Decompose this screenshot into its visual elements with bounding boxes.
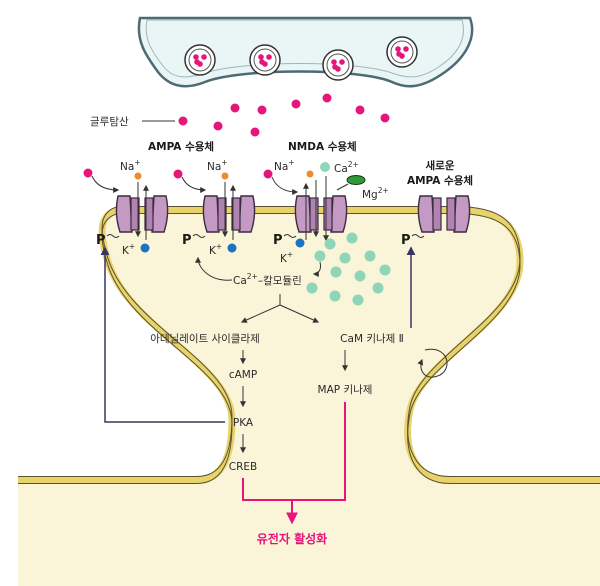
- glutamate-molecule: [291, 99, 301, 109]
- sodium-ion: [134, 172, 142, 180]
- svg-text:P: P: [96, 233, 106, 248]
- camp-label: cAMP: [229, 369, 257, 381]
- glutamate-molecule: [83, 168, 93, 178]
- vesicle-glutamate: [194, 59, 200, 65]
- ions: Na+ K+ Na+ K+ Na+ Ca2+ K+: [120, 158, 359, 265]
- phosphate-marker: P: [401, 233, 425, 248]
- ampa-receptor-1: [115, 195, 169, 233]
- vesicle-glutamate: [258, 54, 264, 60]
- vesicle-glutamate: [332, 64, 338, 70]
- cytoplasm: [18, 210, 600, 586]
- synaptic-vesicle: [184, 44, 216, 76]
- sodium-ion: [221, 172, 229, 180]
- camk-autophosphorylation-arrow: [417, 348, 448, 378]
- gene-activation-label: 유전자 활성화: [257, 531, 327, 546]
- vesicle-glutamate: [201, 54, 207, 60]
- potassium-ion: [140, 243, 150, 253]
- vesicle-glutamate: [266, 54, 272, 60]
- calcium-ion: [320, 162, 330, 172]
- mg-label: Mg2+: [362, 186, 389, 201]
- pka-to-ampa-phosphorylation-arrow: [100, 246, 225, 423]
- svg-text:P: P: [273, 233, 283, 248]
- glutamate-legend-dot: [178, 116, 188, 126]
- k-label-1: K+: [122, 242, 135, 257]
- ca-to-calmodulin-arrow: [312, 261, 321, 277]
- calcium-ion: [330, 266, 342, 278]
- glutamate-molecule: [257, 105, 267, 115]
- calcium-ion: [324, 238, 336, 250]
- svg-text:P: P: [401, 233, 411, 248]
- gene-activation-path: [242, 402, 346, 525]
- synaptic-vesicle: [386, 36, 418, 68]
- pka-label: PKA: [233, 417, 254, 429]
- nmda-receptor: [294, 195, 348, 233]
- calcium-ion: [364, 250, 376, 262]
- new-ampa-title-line2: AMPA 수용체: [407, 174, 473, 187]
- calcium-ion: [354, 270, 366, 282]
- sodium-ion: [306, 170, 314, 178]
- calcium-ion: [346, 232, 358, 244]
- calcium-ion: [372, 282, 384, 294]
- mg-block-line: [336, 183, 349, 191]
- glutamate-molecule: [322, 93, 332, 103]
- glutamate-molecule: [250, 127, 260, 137]
- binding-arrow: [91, 175, 120, 193]
- na-label-2: Na+: [207, 158, 228, 173]
- calcium-ion: [314, 250, 326, 262]
- glutamate-molecule: [230, 103, 240, 113]
- calmodulin-to-ampa-arrow: [195, 256, 233, 281]
- phosphate-marker: P: [273, 233, 297, 248]
- vesicle-glutamate: [259, 59, 265, 65]
- new-ampa-title-line1: 새로운: [426, 159, 455, 172]
- k-label-2: K+: [209, 242, 222, 257]
- synaptic-vesicles: [184, 36, 418, 81]
- na-label-nmda: Na+: [274, 158, 295, 173]
- potassium-ion: [227, 243, 237, 253]
- glutamate-molecules: [83, 93, 390, 195]
- ca-label-nmda: Ca2+: [334, 160, 359, 175]
- potassium-ion: [295, 238, 305, 248]
- glutamate-molecule: [263, 169, 273, 179]
- adenylate-cyclase-label: 아데닐레이트 사이클라제: [150, 333, 260, 345]
- k-label-nmda: K+: [280, 250, 293, 265]
- new-ampa-receptor: [417, 195, 471, 233]
- magnesium-ion: [346, 175, 366, 185]
- calmodulin-branch: [240, 294, 320, 323]
- binding-arrow: [181, 176, 207, 193]
- svg-text:P: P: [182, 233, 192, 248]
- synaptic-vesicle: [322, 49, 354, 81]
- glutamate-molecule: [173, 169, 183, 179]
- glutamate-molecule: [213, 121, 223, 131]
- phosphate-marker: P: [96, 233, 120, 248]
- camk2-label: CaM 키나제 Ⅱ: [340, 333, 404, 345]
- calcium-ion: [352, 294, 364, 306]
- calcium-ions-cloud: [306, 232, 391, 306]
- vesicle-glutamate: [396, 51, 402, 57]
- vesicle-glutamate: [403, 46, 409, 52]
- calcium-ion: [379, 264, 391, 276]
- vesicle-glutamate: [339, 59, 345, 65]
- creb-label: CREB: [229, 461, 257, 473]
- binding-arrow: [271, 176, 299, 195]
- mapk-label: MAP 키나제: [318, 384, 373, 396]
- calcium-ion: [329, 290, 341, 302]
- vesicle-glutamate: [395, 46, 401, 52]
- phosphate-marker: P: [182, 233, 206, 248]
- glutamate-molecule: [380, 113, 390, 123]
- na-label-1: Na+: [120, 158, 141, 173]
- ca-calmodulin-label: Ca2+–칼모듈린: [233, 272, 302, 287]
- vesicle-glutamate: [331, 59, 337, 65]
- synaptic-vesicle: [249, 44, 281, 76]
- nmda-receptor-title: NMDA 수용체: [288, 140, 357, 153]
- vesicle-glutamate: [193, 54, 199, 60]
- presynaptic-terminal: [137, 16, 474, 88]
- glutamate-molecule: [355, 105, 365, 115]
- calcium-ion: [339, 252, 351, 264]
- ampa-receptor-2: [202, 195, 256, 233]
- glutamate-label: 글루탐산: [90, 116, 129, 128]
- calcium-ion: [306, 282, 318, 294]
- ampa-receptor-title: AMPA 수용체: [148, 140, 214, 153]
